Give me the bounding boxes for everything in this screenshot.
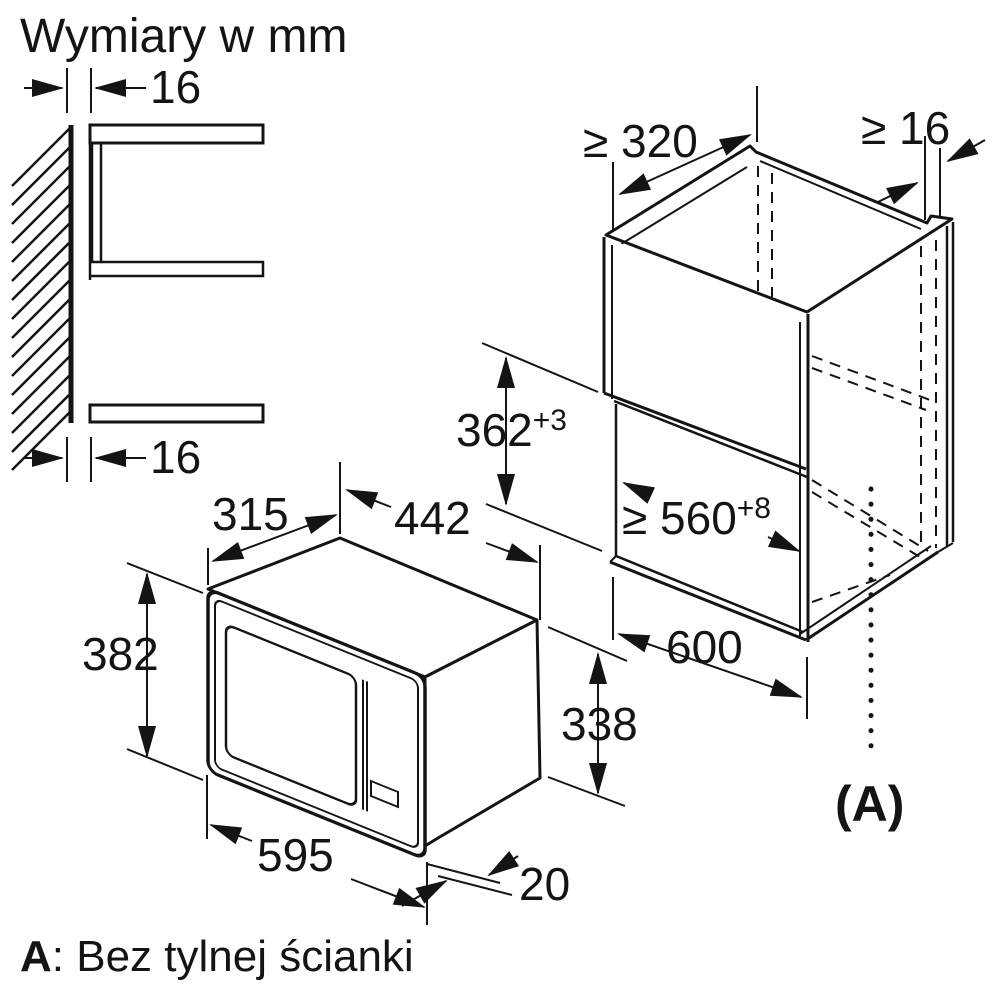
niche-edges bbox=[609, 404, 807, 642]
dim-microwave-overhang bbox=[401, 851, 520, 907]
dim-label-cabinet-rear-gap: ≥ 16 bbox=[861, 102, 950, 154]
door-window bbox=[224, 625, 358, 806]
dim-niche-width bbox=[622, 482, 801, 552]
dim-microwave-front-width bbox=[206, 775, 428, 925]
upper-front-panel-edges bbox=[602, 237, 808, 479]
dim-label-wall-gap-top: 16 bbox=[150, 61, 201, 113]
dim-label-microwave-overhang: 20 bbox=[519, 858, 570, 910]
mid-shelf-section bbox=[90, 260, 265, 278]
dim-label-microwave-depth: 315 bbox=[212, 488, 289, 540]
footnote: A: Bez tylnej ścianki bbox=[20, 932, 414, 981]
dim-lower-height bbox=[547, 626, 628, 807]
dim-label-wall-gap-bottom: 16 bbox=[150, 431, 201, 483]
dim-niche-height bbox=[481, 342, 603, 552]
dim-label-niche-height: 362+3 bbox=[456, 404, 567, 456]
top-panel-section bbox=[88, 123, 265, 145]
dim-cabinet-width bbox=[612, 577, 808, 719]
bottom-panel-section bbox=[88, 403, 265, 424]
rear-rail-section bbox=[90, 141, 103, 264]
dim-label-microwave-body-width: 442 bbox=[394, 492, 471, 544]
dim-cabinet-top-depth bbox=[612, 86, 758, 230]
dim-wall-gap-bottom bbox=[24, 437, 146, 482]
dim-label-cabinet-width: 600 bbox=[666, 621, 743, 673]
wall-section-detail bbox=[11, 68, 265, 482]
hidden-rear-edges bbox=[811, 240, 937, 603]
microwave-drawing bbox=[126, 462, 542, 925]
shelf-right-edge bbox=[799, 542, 954, 642]
display-window bbox=[370, 779, 399, 809]
dim-label-microwave-height: 382 bbox=[82, 628, 159, 680]
right-panel-front-edge bbox=[799, 314, 810, 642]
dim-label-microwave-front-width: 595 bbox=[257, 829, 334, 881]
dim-label-niche-width: ≥ 560+8 bbox=[622, 492, 771, 544]
right-rear-edges bbox=[945, 222, 955, 547]
wall-hatch bbox=[11, 127, 71, 471]
dim-wall-gap-top bbox=[24, 68, 146, 113]
dim-cabinet-rear-gap bbox=[877, 136, 986, 220]
cabinet-cross-section bbox=[88, 123, 265, 424]
dim-label-lower-height: 338 bbox=[561, 698, 638, 750]
dim-microwave-height bbox=[126, 562, 204, 781]
dim-label-cabinet-top-depth: ≥ 320 bbox=[583, 115, 698, 167]
page-title: Wymiary w mm bbox=[20, 10, 348, 63]
microwave-front bbox=[206, 590, 427, 858]
front-frame-inner bbox=[214, 600, 419, 848]
note-marker-a: (A) bbox=[835, 776, 904, 832]
dim-microwave-body-width bbox=[345, 489, 541, 620]
cabinet-drawing bbox=[481, 86, 986, 807]
hidden-rear-rail-edges bbox=[757, 166, 773, 297]
dim-microwave-depth bbox=[207, 462, 341, 585]
